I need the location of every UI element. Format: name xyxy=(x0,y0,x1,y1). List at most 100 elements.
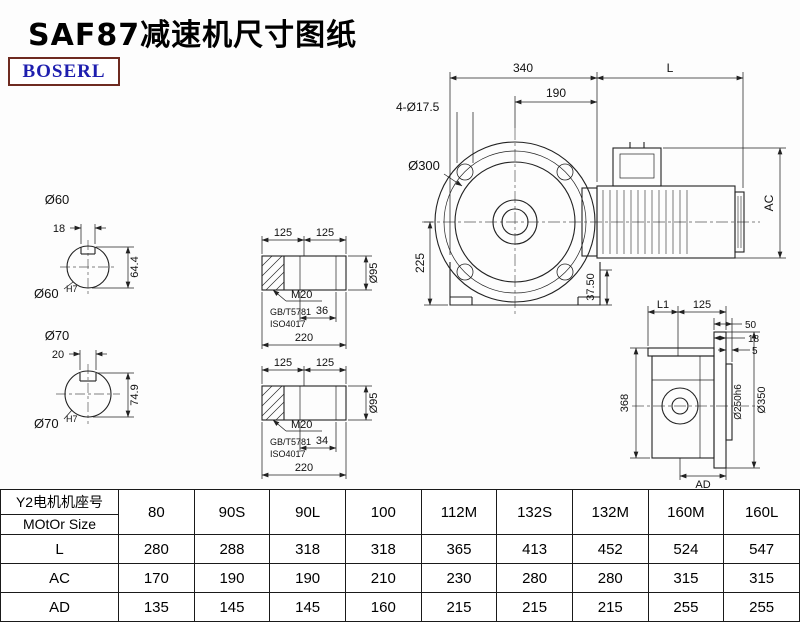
bottom-dia-95: Ø95 xyxy=(368,393,380,414)
table-col-header: 160M xyxy=(647,489,725,535)
table-cell: 288 xyxy=(193,534,271,564)
table-cell: 547 xyxy=(723,534,800,564)
shaft-60-dia-label: Ø60 xyxy=(45,192,70,207)
table-cell: 255 xyxy=(723,592,800,622)
table-cell: 215 xyxy=(496,592,573,622)
top-dia-95: Ø95 xyxy=(368,263,380,284)
table-cell: 318 xyxy=(344,534,422,564)
table-col-header: 132M xyxy=(571,489,649,535)
table-cell: 230 xyxy=(420,563,498,593)
table-cell: 365 xyxy=(420,534,498,564)
holes-label: 4-Ø17.5 xyxy=(396,100,440,114)
side-dim-50: 50 xyxy=(745,320,757,331)
row-label: AC xyxy=(0,563,119,593)
side-view-linework xyxy=(632,331,758,469)
table-cell: 280 xyxy=(571,563,649,593)
shaft-end-60-dimension-lines xyxy=(63,224,134,290)
shaft-detail-bottom-linework xyxy=(261,385,347,421)
shaft-60-fit-dia: Ø60 xyxy=(34,286,59,301)
dim-37-50: 37.50 xyxy=(585,273,597,301)
bottom-dim-125-right: 125 xyxy=(316,357,334,369)
bottom-std-gb: GB/T5781 xyxy=(270,437,311,447)
table-cell: 215 xyxy=(571,592,649,622)
page-title: SAF87减速机尺寸图纸 xyxy=(28,18,358,53)
table-cell: 190 xyxy=(269,563,346,593)
top-std-iso: ISO4017 xyxy=(270,319,306,329)
side-dim-125: 125 xyxy=(693,299,711,311)
table-header-row: Y2电机机座号 MOtOr Size 80 90S 90L 100 112M 1… xyxy=(0,489,800,535)
shaft-70-key-height: 74.9 xyxy=(129,384,141,405)
bottom-dim-34: 34 xyxy=(316,435,328,447)
table-row-L: L 280 288 318 318 365 413 452 524 547 xyxy=(0,534,800,564)
table-cell: 315 xyxy=(647,563,725,593)
dim-190: 190 xyxy=(546,86,566,100)
front-view-dimension-lines xyxy=(424,72,786,306)
table-col-header: 90S xyxy=(193,489,271,535)
side-view-dimension-lines xyxy=(630,306,760,480)
shaft-detail-top-linework xyxy=(261,255,347,291)
front-view-linework xyxy=(422,128,760,316)
dim-225: 225 xyxy=(413,253,427,273)
shaft-end-70-centerlines xyxy=(56,364,120,424)
side-spigot-dia: Ø250h6 xyxy=(733,384,744,420)
table-row-AD: AD 135 145 145 160 215 215 215 255 255 xyxy=(0,592,800,622)
top-dim-36: 36 xyxy=(316,305,328,317)
shaft-detail-bottom-dimension-lines xyxy=(261,366,372,479)
table-cell: 524 xyxy=(647,534,725,564)
side-dim-368: 368 xyxy=(619,394,631,412)
shaft-end-60-centerlines xyxy=(60,240,116,294)
terminal-box xyxy=(612,147,662,187)
table-cell: 413 xyxy=(496,534,573,564)
shaft-end-70-dimension-lines xyxy=(63,350,134,420)
shaft-detail-bottom-hatch xyxy=(261,385,285,421)
table-cell: 315 xyxy=(723,563,800,593)
dimension-table: Y2电机机座号 MOtOr Size 80 90S 90L 100 112M 1… xyxy=(0,489,800,622)
table-col-header: 90L xyxy=(269,489,346,535)
technical-drawing: 340 L 190 4-Ø17.5 Ø300 225 37.50 AC xyxy=(34,61,786,490)
table-cell: 318 xyxy=(269,534,346,564)
logo-text: BOSERL xyxy=(22,60,106,82)
table-row-AC: AC 170 190 190 210 230 280 280 315 315 xyxy=(0,563,800,593)
dim-AC: AC xyxy=(762,194,776,211)
table-col-header: 100 xyxy=(344,489,422,535)
table-cell: 160 xyxy=(344,592,422,622)
motor-size-header-cell: Y2电机机座号 MOtOr Size xyxy=(0,489,119,535)
flange-dia-label: Ø300 xyxy=(408,158,440,173)
shaft-70-fit-tol: H7 xyxy=(66,414,78,424)
table-col-header: 80 xyxy=(118,489,195,535)
motor-size-label-cn: Y2电机机座号 xyxy=(1,492,118,515)
side-flange-dia: Ø350 xyxy=(756,387,768,414)
row-label: L xyxy=(0,534,119,564)
bottom-std-iso: ISO4017 xyxy=(270,449,306,459)
top-std-gb: GB/T5781 xyxy=(270,307,311,317)
table-cell: 145 xyxy=(269,592,346,622)
table-cell: 170 xyxy=(118,563,195,593)
logo: BOSERL xyxy=(8,57,120,86)
side-dim-AD: AD xyxy=(695,479,710,490)
top-dim-220: 220 xyxy=(295,332,313,344)
bottom-dim-125-left: 125 xyxy=(274,357,292,369)
shaft-60-fit-tol: H7 xyxy=(66,284,78,294)
shaft-60-key-height: 64.4 xyxy=(129,256,141,277)
side-dim-L1: L1 xyxy=(657,299,669,311)
bottom-dim-220: 220 xyxy=(295,462,313,474)
shaft-70-fit-dia: Ø70 xyxy=(34,416,59,431)
top-thread-label: M20 xyxy=(291,289,312,301)
shaft-end-60-linework xyxy=(60,240,116,294)
shaft-60-key-width: 18 xyxy=(53,223,65,235)
top-dim-125-left: 125 xyxy=(274,227,292,239)
bottom-thread-label: M20 xyxy=(291,419,312,431)
shaft-detail-top-dimension-lines xyxy=(261,236,372,349)
table-cell: 190 xyxy=(193,563,271,593)
shaft-detail-top-hatch xyxy=(261,255,285,291)
side-dim-18: 18 xyxy=(748,334,760,345)
row-label: AD xyxy=(0,592,119,622)
front-view-centerlines xyxy=(422,128,760,316)
shaft-70-dia-label: Ø70 xyxy=(45,328,70,343)
top-dim-125-right: 125 xyxy=(316,227,334,239)
table-cell: 135 xyxy=(118,592,195,622)
shaft-70-key-width: 20 xyxy=(52,349,64,361)
table-cell: 280 xyxy=(496,563,573,593)
table-cell: 215 xyxy=(420,592,498,622)
